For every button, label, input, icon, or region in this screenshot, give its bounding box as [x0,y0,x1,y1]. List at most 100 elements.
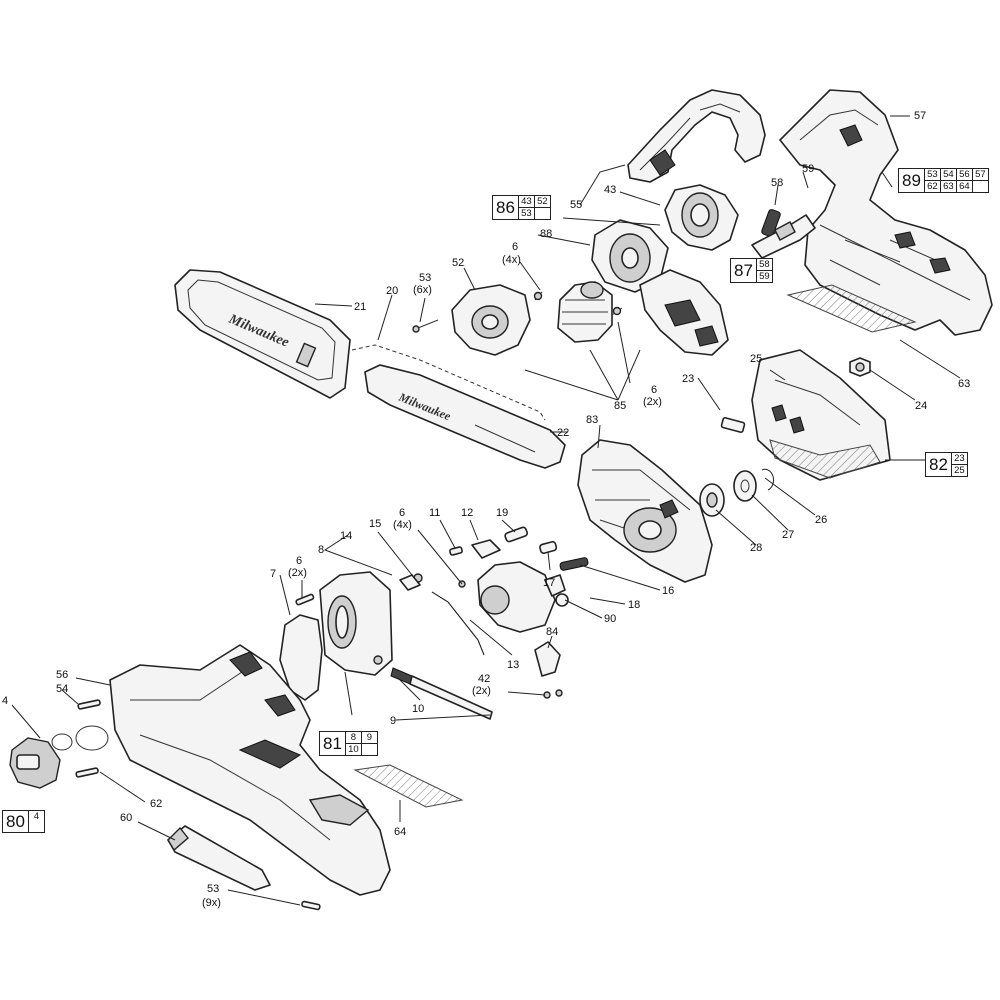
callout-13: 13 [507,659,519,671]
callout-4x-c: (4x) [393,519,412,531]
kit-box-80: 80 4 [2,810,45,833]
motor-housing-88 [591,219,669,293]
callout-16: 16 [662,585,674,597]
kit-part-number: 58 [756,259,772,271]
kit-number: 86 [493,196,519,219]
kit-number: 80 [3,811,29,832]
armature-85 [557,281,613,343]
kit-part-number: 43 [518,196,535,208]
pin-23 [720,416,746,434]
kit-part-number: 57 [972,169,988,181]
kit-number: 82 [926,453,952,476]
callout-20: 20 [386,285,398,297]
kit-part-number: 56 [956,169,973,181]
callout-9x-b: (9x) [202,897,221,909]
callout-23: 23 [682,373,694,385]
callout-63: 63 [958,378,970,390]
callout-2x-b: (2x) [643,396,662,408]
callout-4: 4 [2,695,8,707]
callout-18: 18 [628,599,640,611]
fan-baffle-52 [451,284,531,356]
callout-11: 11 [429,507,440,519]
gasket-7 [279,614,323,701]
label-plate-63 [786,284,917,333]
leader-lines [11,115,961,906]
guide-bar-part: Milwaukee [364,364,566,469]
callout-25: 25 [750,353,762,365]
kit-part-number: 64 [957,181,973,192]
callout-6a: 6 [512,241,518,253]
kit-part-number: 62 [925,181,941,192]
washer-27 [733,470,757,502]
oil-cap-part [9,725,109,789]
oil-filter-10 [390,667,493,720]
callout-15: 15 [369,518,381,530]
kit-number: 89 [899,169,925,192]
callout-26: 26 [815,514,827,526]
oil-pump-part [477,561,566,633]
callout-84: 84 [546,626,558,638]
housing-screws [75,593,321,911]
callout-12: 12 [461,507,473,519]
callout-59: 59 [802,163,814,175]
wrench-60 [167,825,271,891]
sprocket-cover-part [751,349,891,481]
callout-21: 21 [354,301,366,313]
kit-parts-grid: 4 [29,811,44,832]
kit-part-number: 23 [951,453,967,465]
kit-part-number: 53 [924,169,941,181]
callout-64: 64 [394,826,406,838]
callout-43: 43 [604,184,616,196]
oil-hose-13 [431,591,485,656]
oil-tank-part [319,571,393,676]
callout-6c: 6 [399,507,405,519]
callout-54: 54 [56,683,68,695]
kit-part-number: 8 [345,732,362,744]
callout-52: 52 [452,257,464,269]
callout-6d: 6 [296,555,302,567]
kit-part-number: 63 [941,181,957,192]
callout-19: 19 [496,507,508,519]
kit-part-number: 10 [346,744,362,755]
kit-part-number: 9 [361,732,377,744]
callout-6b: 6 [651,384,657,396]
callout-62: 62 [150,798,162,810]
callout-22: 22 [557,427,569,439]
callout-85: 85 [614,400,626,412]
gear-housing-part [577,439,713,583]
kit-part-number: 59 [759,271,770,282]
kit-part-number: 52 [534,196,550,208]
sprocket-28 [699,483,725,517]
callout-57: 57 [914,110,926,122]
callout-4x-a: (4x) [502,254,521,266]
callout-8: 8 [318,544,324,556]
callout-labels: 57 59 58 43 55 88 6 (4x) 52 53 (6x) 20 2… [2,110,970,909]
callout-2x-d: (2x) [288,567,307,579]
callout-6x-a: (6x) [413,284,432,296]
callout-53b: 53 [207,883,219,895]
kit-part-number [535,208,550,219]
kit-part-number: 54 [940,169,957,181]
saw-chain-part [351,344,546,421]
kit-part-number: 4 [33,811,40,822]
callout-9: 9 [390,715,396,727]
callout-83: 83 [586,414,598,426]
callout-58: 58 [771,177,783,189]
callout-60: 60 [120,812,132,824]
bar-nut-24 [849,357,871,377]
kit-part-number [362,744,377,755]
clip-26 [761,468,775,491]
bar-cover-part: Milwaukee [174,269,351,399]
callout-24: 24 [915,400,927,412]
callout-90: 90 [604,613,616,625]
screws-53-6 [412,291,623,333]
